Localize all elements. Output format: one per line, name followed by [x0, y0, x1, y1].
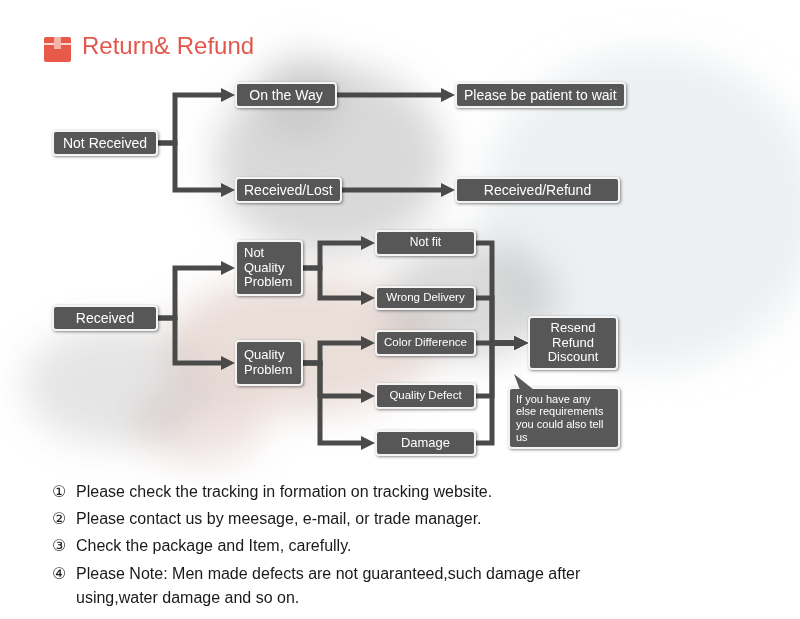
- flow-arrow: [303, 268, 367, 298]
- issue-box: Not fit: [375, 230, 476, 256]
- flow-arrow: [337, 93, 447, 98]
- flow-arrow: [342, 188, 447, 193]
- flow-arrow: [303, 363, 367, 396]
- flow-arrow: [303, 243, 367, 268]
- node-label: Not fit: [384, 236, 467, 250]
- handshake-photo: [25, 50, 800, 465]
- issue-box: Color Difference: [375, 330, 476, 356]
- status-box: On the Way: [235, 82, 337, 108]
- result-box: Received/Refund: [455, 177, 620, 203]
- node-label: Not Quality Problem: [244, 246, 294, 291]
- flow-arrow: [158, 95, 227, 143]
- note-text: Check the package and Item, carefully.: [76, 534, 636, 558]
- solution-box: Resend Refund Discount: [528, 316, 618, 371]
- package-icon-box: [44, 37, 71, 62]
- status-box: Received/Lost: [235, 177, 342, 203]
- callout-bubble: If you have any else requirements you co…: [508, 387, 620, 450]
- issue-box: Wrong Delivery: [375, 286, 476, 310]
- flow-arrow: [158, 318, 227, 363]
- issue-box: Quality Defect: [375, 383, 476, 409]
- flow-arrow: [476, 298, 520, 343]
- flow-arrow: [158, 143, 227, 190]
- flow-arrow: [303, 363, 367, 443]
- node-label: Color Difference: [384, 336, 467, 349]
- node-label: Wrong Delivery: [384, 291, 467, 304]
- title: Return& Refund: [82, 32, 254, 60]
- note-text: Please contact us by meesage, e-mail, or…: [76, 507, 636, 531]
- node-label: Damage: [384, 436, 467, 451]
- node-label: Received: [61, 310, 149, 326]
- callout-pointer-shape: [514, 374, 534, 390]
- node-label: Quality Problem: [244, 348, 294, 378]
- result-box: Please be patient to wait: [455, 82, 626, 108]
- category-box: Not Quality Problem: [235, 240, 303, 296]
- node-label: Resend Refund Discount: [537, 321, 609, 366]
- node-label: Received/Lost: [244, 182, 333, 198]
- callout-number: ①: [52, 480, 66, 504]
- node-label: On the Way: [244, 87, 328, 103]
- node-label: Please be patient to wait: [464, 87, 617, 103]
- status-box: Received: [52, 305, 158, 331]
- callout-number: ④: [52, 562, 66, 586]
- package-icon-tape: [54, 37, 61, 49]
- flow-arrow: [158, 268, 227, 318]
- callout-number: ③: [52, 534, 66, 558]
- category-box: Quality Problem: [235, 340, 303, 386]
- flow-arrow: [476, 243, 520, 343]
- callout-pointer: [514, 374, 534, 390]
- package-icon: [44, 37, 71, 62]
- status-box: Not Received: [52, 130, 158, 156]
- photo-sleeve: [25, 325, 205, 445]
- note-text: Please check the tracking in formation o…: [76, 480, 636, 504]
- node-label: Received/Refund: [464, 182, 611, 198]
- flow-arrow: [303, 343, 367, 363]
- callout-number: ②: [52, 507, 66, 531]
- issue-box: Damage: [375, 430, 476, 456]
- node-label: Not Received: [61, 135, 149, 151]
- node-label: If you have any else requirements you co…: [516, 393, 612, 444]
- node-label: Quality Defect: [384, 389, 467, 402]
- note-text: Please Note: Men made defects are not gu…: [76, 562, 621, 610]
